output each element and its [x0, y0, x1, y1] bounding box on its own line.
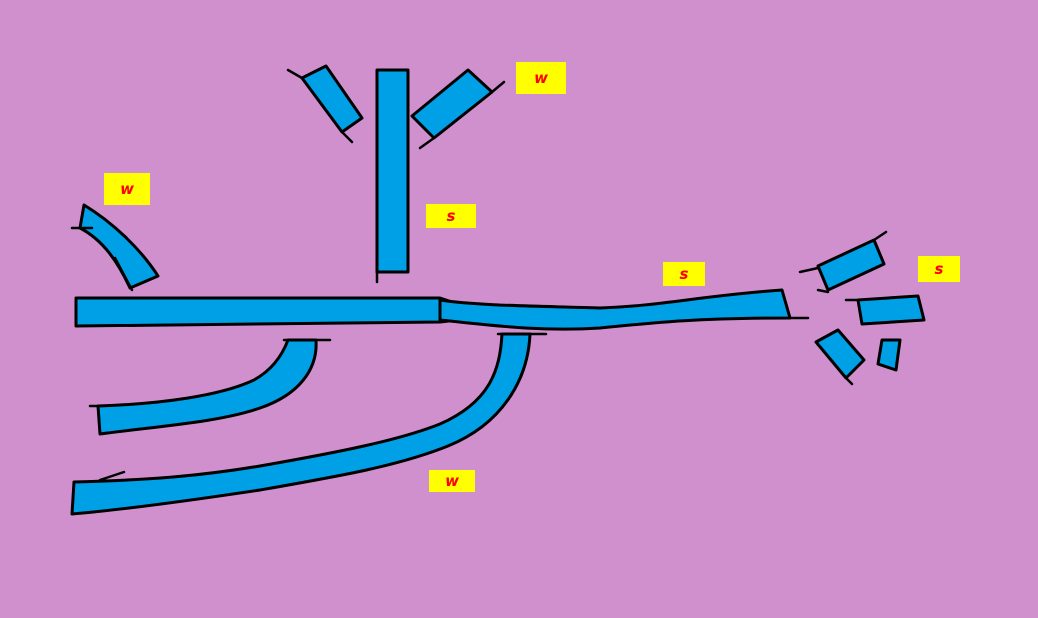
- pipe-edge: [286, 68, 304, 80]
- pipe-edge: [816, 288, 830, 294]
- label-w-left: w: [104, 173, 150, 205]
- pipe-branch-lower-middle: [96, 338, 318, 436]
- label-s-main: s: [663, 262, 705, 286]
- pipe-right-stub: [856, 294, 926, 326]
- pipe-edge: [98, 470, 126, 482]
- pipe-branch-upper-left: [78, 203, 160, 290]
- pipe-right-lower-left: [814, 328, 866, 380]
- pipe-edge: [418, 136, 436, 150]
- label-s-right: s: [918, 256, 960, 282]
- pipe-branch-top-left: [300, 64, 364, 134]
- pipe-edge: [844, 376, 854, 386]
- pipe-branch-bottom: [70, 332, 532, 516]
- pipe-edge: [340, 130, 354, 144]
- label-w-top: w: [516, 62, 566, 94]
- pipe-right-lower-right: [876, 338, 902, 372]
- label-s-vertical: s: [426, 204, 476, 228]
- pipe-edge: [113, 256, 134, 292]
- pipe-edge: [490, 80, 506, 94]
- pipe-right-upper: [816, 238, 886, 292]
- pipe-edge: [872, 230, 888, 242]
- label-w-bottom: w: [429, 470, 475, 492]
- pipe-vertical: [375, 68, 410, 274]
- pipe-main-left: [74, 296, 460, 328]
- pipe-edge: [798, 266, 820, 274]
